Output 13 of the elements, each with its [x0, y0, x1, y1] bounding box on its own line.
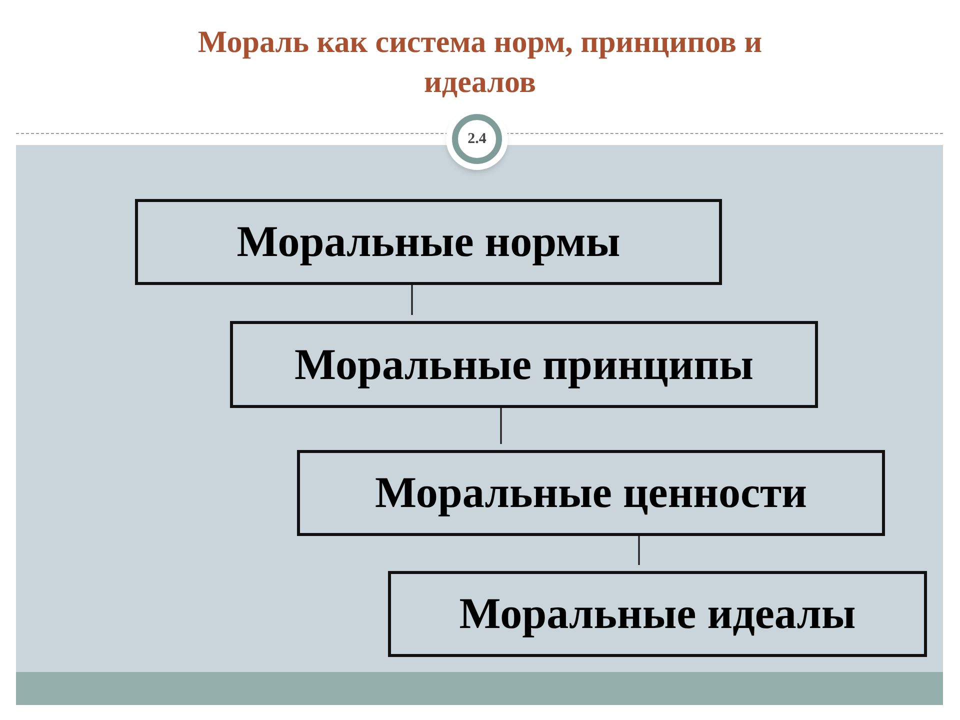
concept-box [297, 450, 885, 536]
connector-line [500, 408, 502, 444]
slide-title: Мораль как система норм, принципов и идеалов [196, 23, 764, 101]
connector-line [411, 285, 413, 315]
box-label: Моральные принципы [294, 342, 754, 386]
box-label: Моральные идеалы [459, 592, 856, 636]
connector-line [638, 536, 640, 565]
box-label: Моральные ценности [374, 471, 808, 515]
concept-box [230, 321, 818, 408]
concept-box [135, 199, 722, 285]
concept-box [388, 571, 927, 657]
box-label: Моральные нормы [236, 220, 620, 264]
slide-number: 2.4 [468, 130, 486, 149]
